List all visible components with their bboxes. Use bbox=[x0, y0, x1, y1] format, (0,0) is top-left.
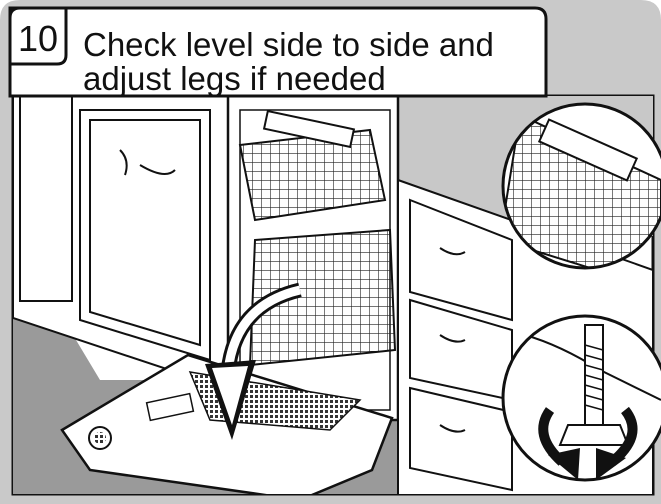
step-title-line-2: adjust legs if needed bbox=[83, 60, 386, 97]
step-title-line-1: Check level side to side and bbox=[83, 26, 494, 63]
leg-adjust-detail-circle bbox=[503, 316, 661, 480]
step-number: 10 bbox=[18, 18, 58, 59]
step-title-box: 10 Check level side to side and adjust l… bbox=[10, 8, 546, 97]
dishwasher-tub bbox=[228, 96, 398, 420]
